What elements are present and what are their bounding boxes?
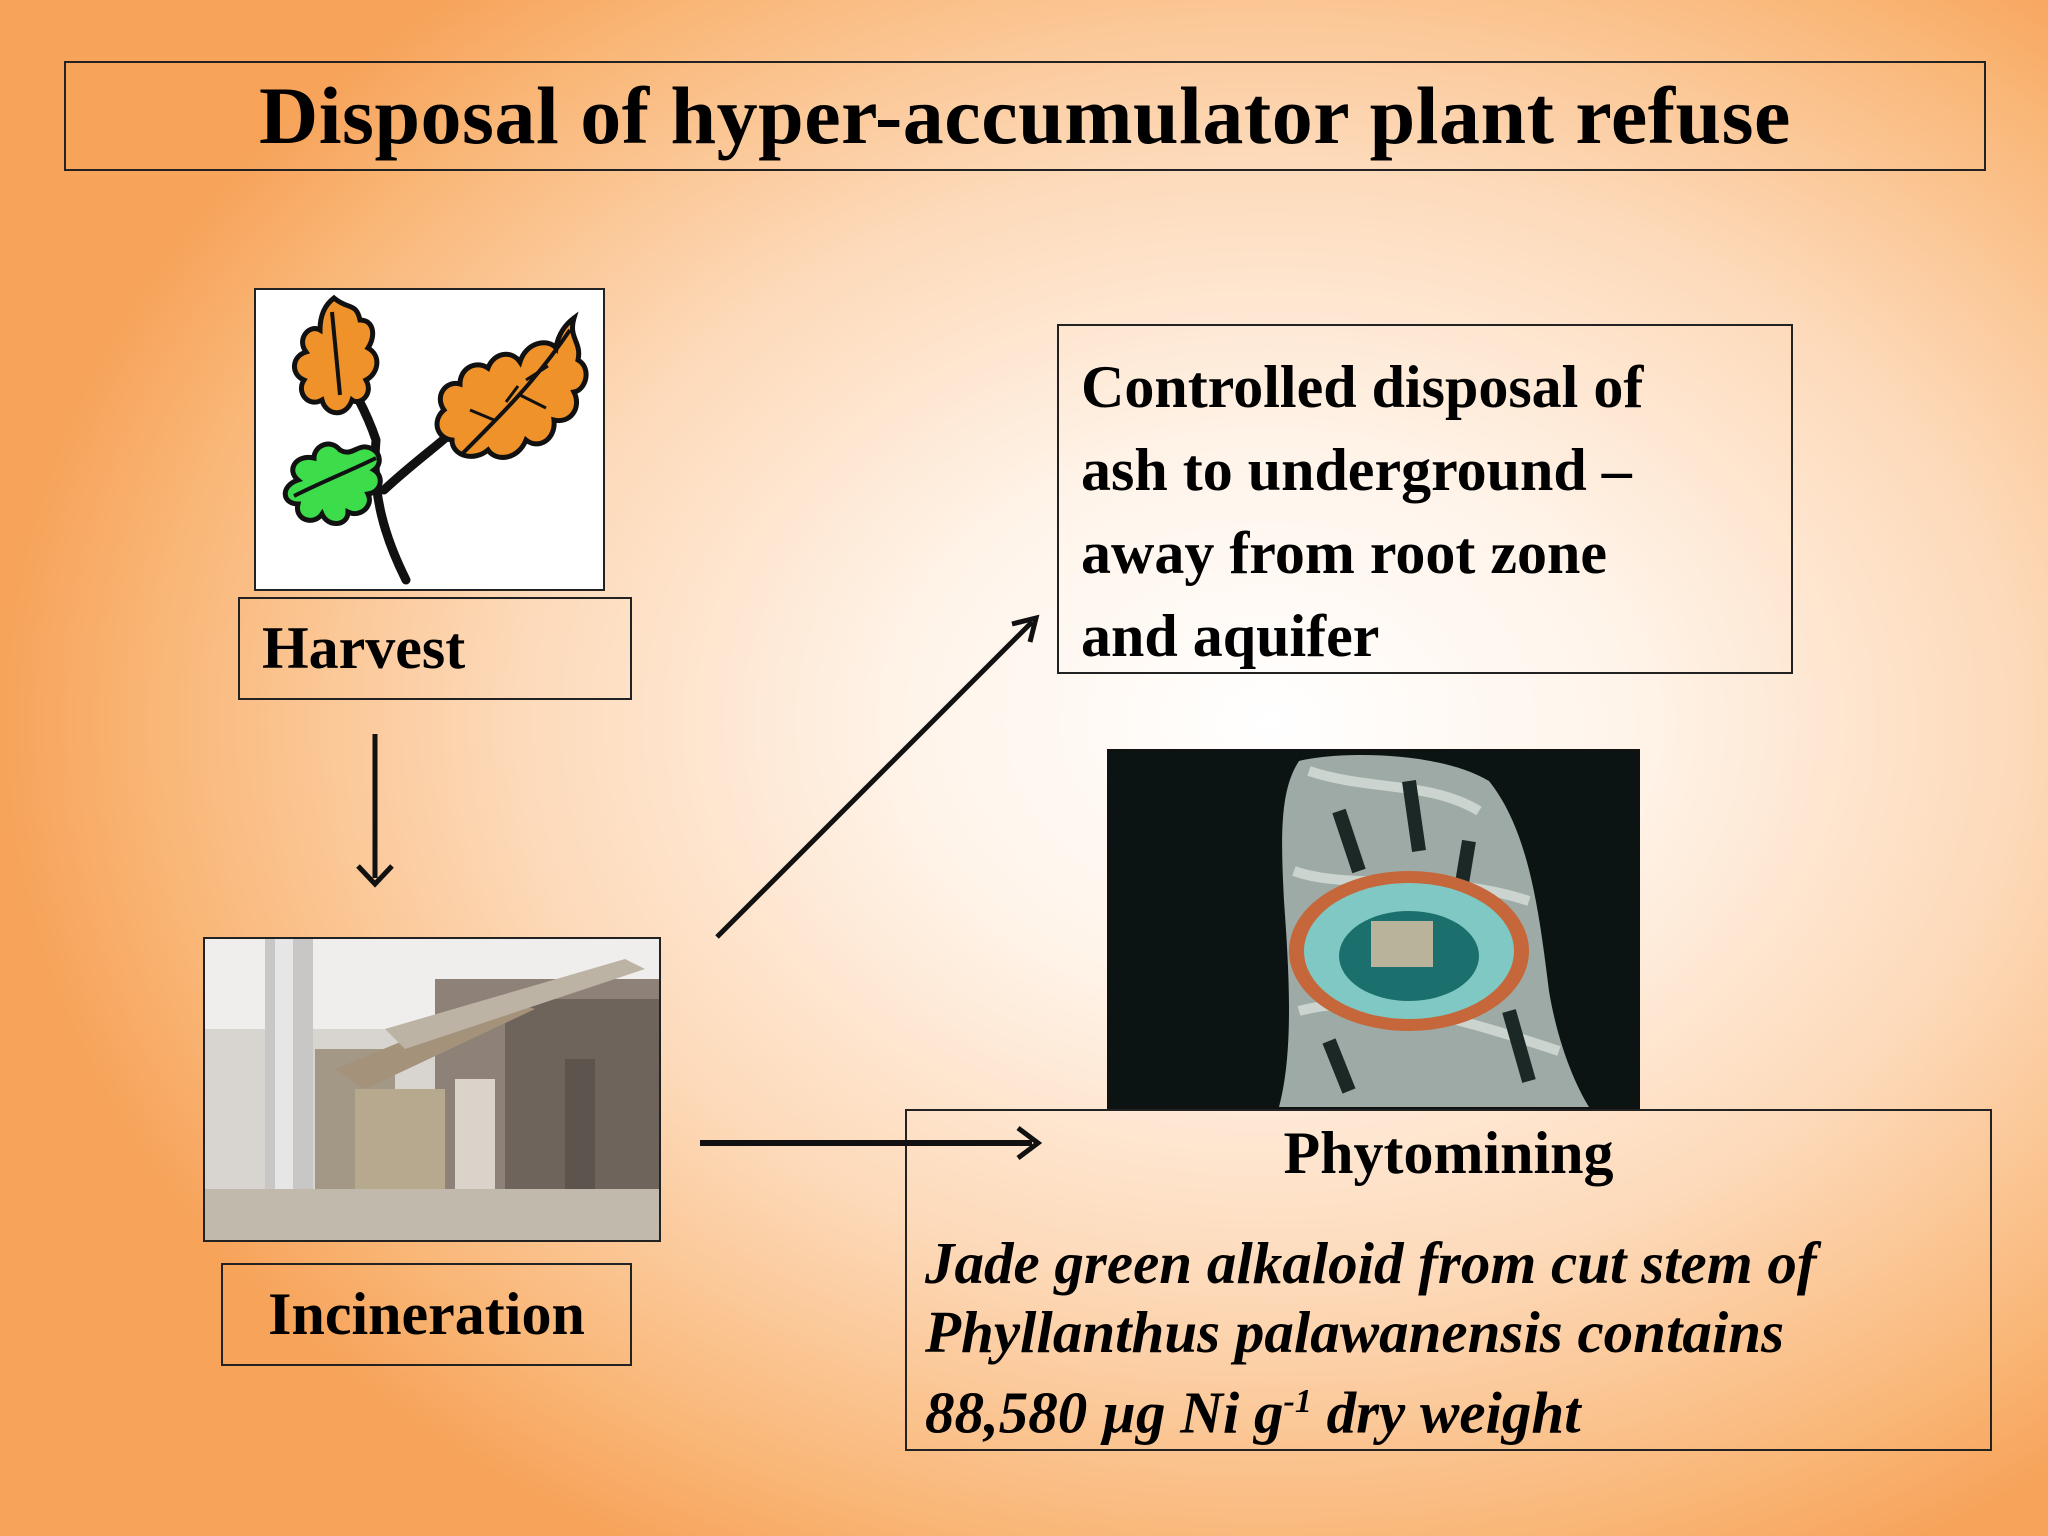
incineration-plant-photo (203, 937, 661, 1242)
incineration-to-phytomining-arrowhead (1016, 1126, 1043, 1160)
incineration-to-disposal-arrow (715, 620, 1034, 939)
controlled-disposal-line: and aquifer (1081, 603, 1380, 669)
phytomining-value: 88,580 µg Ni g (925, 1379, 1284, 1446)
oak-leaves-icon (282, 294, 589, 585)
controlled-disposal-line: Controlled disposal of (1081, 354, 1644, 420)
phytomining-description: Jade green alkaloid from cut stem of Phy… (925, 1229, 1816, 1448)
incineration-label-box: Incineration (221, 1263, 632, 1366)
phytomining-title: Phytomining (1283, 1120, 1614, 1186)
phytomining-line-1: Jade green alkaloid from cut stem of (925, 1230, 1817, 1296)
incineration-to-disposal-arrowhead (1011, 614, 1040, 643)
phytomining-exponent: -1 (1283, 1383, 1312, 1420)
harvest-label-box: Harvest (238, 597, 632, 700)
controlled-disposal-line: ash to underground – (1081, 437, 1632, 503)
slide-title: Disposal of hyper-accumulator plant refu… (259, 70, 1791, 161)
harvest-image-frame (254, 288, 605, 591)
controlled-disposal-line: away from root zone (1081, 520, 1607, 586)
phytomining-line-2: Phyllanthus palawanensis contains (925, 1299, 1785, 1365)
title-box: Disposal of hyper-accumulator plant refu… (64, 61, 1986, 171)
phytomining-line-3: 88,580 µg Ni g-1 dry weight (925, 1367, 1816, 1448)
incineration-label: Incineration (268, 1281, 585, 1347)
cut-stem-image (1109, 751, 1638, 1107)
phytomining-box: Phytomining Jade green alkaloid from cut… (905, 1109, 1992, 1451)
controlled-disposal-box: Controlled disposal of ash to undergroun… (1057, 324, 1793, 674)
harvest-label: Harvest (262, 615, 466, 681)
cut-stem-photo (1107, 749, 1640, 1109)
phytomining-unit: dry weight (1311, 1379, 1581, 1446)
incineration-plant-image (205, 939, 659, 1240)
harvest-to-incineration-arrowhead (356, 864, 394, 888)
